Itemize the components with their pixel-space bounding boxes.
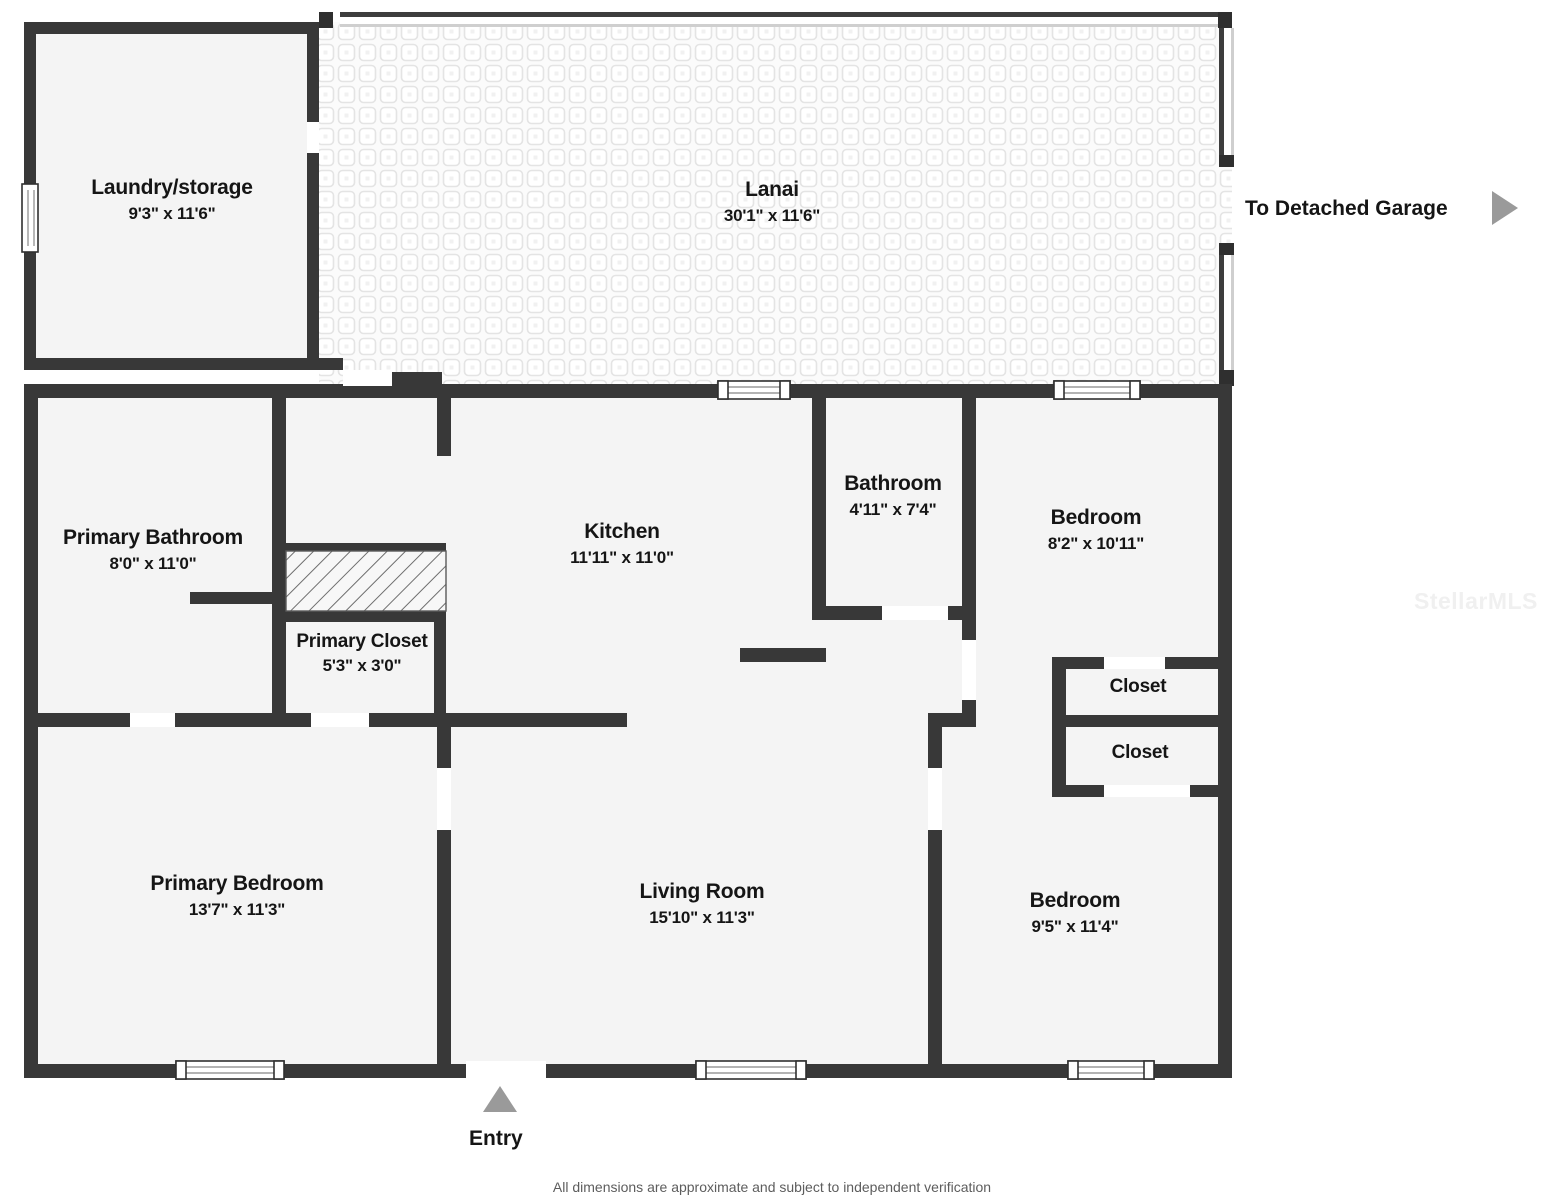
walls xyxy=(24,22,1232,1078)
openings xyxy=(21,122,1190,1080)
garage-direction-arrow-icon xyxy=(1492,191,1518,225)
disclaimer-text: All dimensions are approximate and subje… xyxy=(552,1179,992,1195)
hatched-fixture xyxy=(285,550,447,612)
entry-label: Entry xyxy=(469,1127,523,1150)
watermark: StellarMLS xyxy=(1414,588,1538,614)
floor-lanai xyxy=(319,22,1232,384)
lanai-enclosure xyxy=(319,12,1234,386)
floor-laundry xyxy=(24,22,319,370)
entry-direction-arrow-icon xyxy=(483,1086,517,1112)
floor-fills xyxy=(24,22,1232,1078)
to-detached-garage-label: To Detached Garage xyxy=(1245,197,1448,220)
floor-main-house xyxy=(24,384,1232,1078)
